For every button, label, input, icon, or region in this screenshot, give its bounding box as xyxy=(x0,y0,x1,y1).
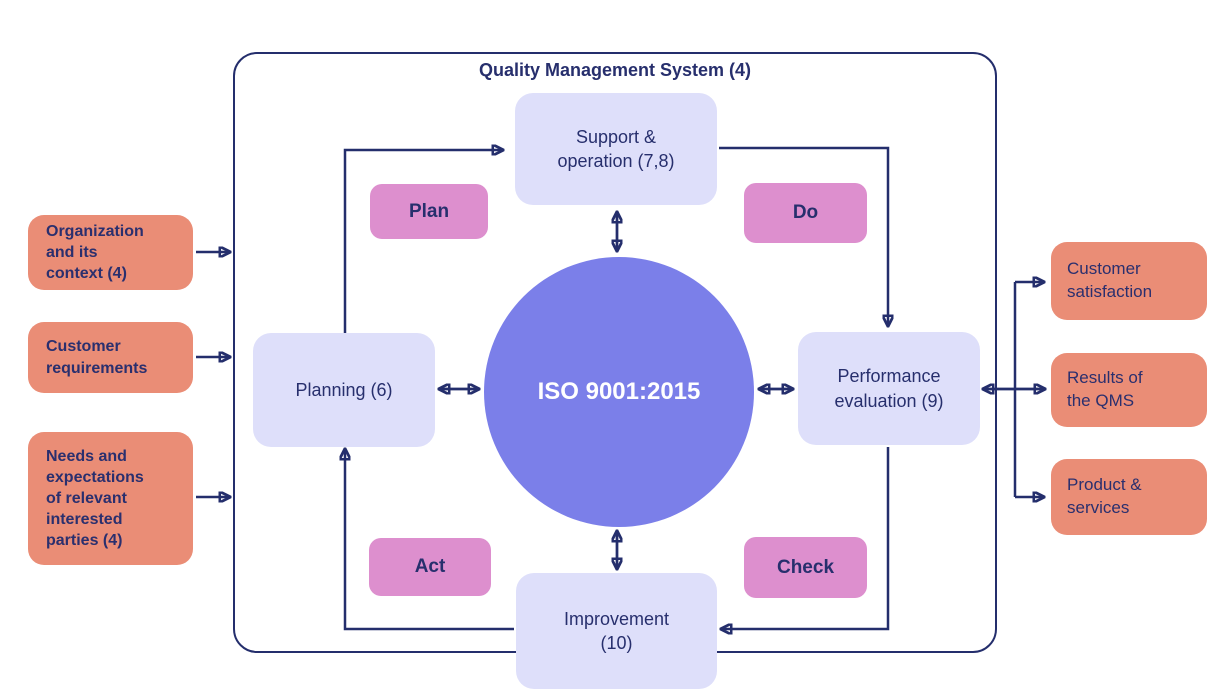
pdca-act-label: Act xyxy=(414,556,446,577)
output-product-services-label: Product & services xyxy=(1067,475,1142,517)
arrow-improvement-to-planning xyxy=(345,450,514,631)
input-needs-expectations-label: Needs and expectations of relevant inter… xyxy=(46,447,144,550)
node-planning-label: Planning (6) xyxy=(295,379,393,400)
pdca-check-badge: Check xyxy=(744,537,867,598)
arrow-performance-to-improvement xyxy=(722,447,890,629)
node-planning: Planning (6) xyxy=(253,333,435,447)
node-support-operation: Support & operation (7,8) xyxy=(515,93,717,205)
input-customer-requirements-label: Customer requirements xyxy=(46,338,148,377)
node-performance-evaluation-label: Performance evaluation (9) xyxy=(834,366,944,411)
output-results-qms-label: Results of the QMS xyxy=(1067,368,1143,410)
node-improvement: Improvement (10) xyxy=(516,573,717,689)
pdca-act-badge: Act xyxy=(369,538,491,596)
node-support-operation-label: Support & operation (7,8) xyxy=(557,126,675,171)
arrow-planning-to-support xyxy=(343,150,502,333)
qms-title: Quality Management System (4) xyxy=(478,60,752,80)
input-organization-context: Organization and its context (4) xyxy=(28,215,193,290)
pdca-plan-label: Plan xyxy=(408,200,450,222)
node-performance-evaluation: Performance evaluation (9) xyxy=(798,332,980,445)
input-customer-requirements: Customer requirements xyxy=(28,322,193,393)
pdca-do-badge: Do xyxy=(744,183,867,243)
arrow-support-to-performance xyxy=(719,146,888,325)
pdca-check-label: Check xyxy=(776,556,835,578)
iso-9001-circle: ISO 9001:2015 xyxy=(484,257,754,527)
iso-circle-label: ISO 9001:2015 xyxy=(537,378,701,405)
output-product-services: Product & services xyxy=(1051,459,1207,535)
input-needs-expectations: Needs and expectations of relevant inter… xyxy=(28,432,193,565)
output-customer-satisfaction-label: Customer satisfaction xyxy=(1067,259,1153,301)
input-organization-context-label: Organization and its context (4) xyxy=(46,222,144,283)
node-improvement-label: Improvement (10) xyxy=(563,608,670,653)
output-customer-satisfaction: Customer satisfaction xyxy=(1051,242,1207,320)
output-results-qms: Results of the QMS xyxy=(1051,353,1207,427)
pdca-plan-badge: Plan xyxy=(370,184,488,239)
pdca-do-label: Do xyxy=(792,202,819,223)
